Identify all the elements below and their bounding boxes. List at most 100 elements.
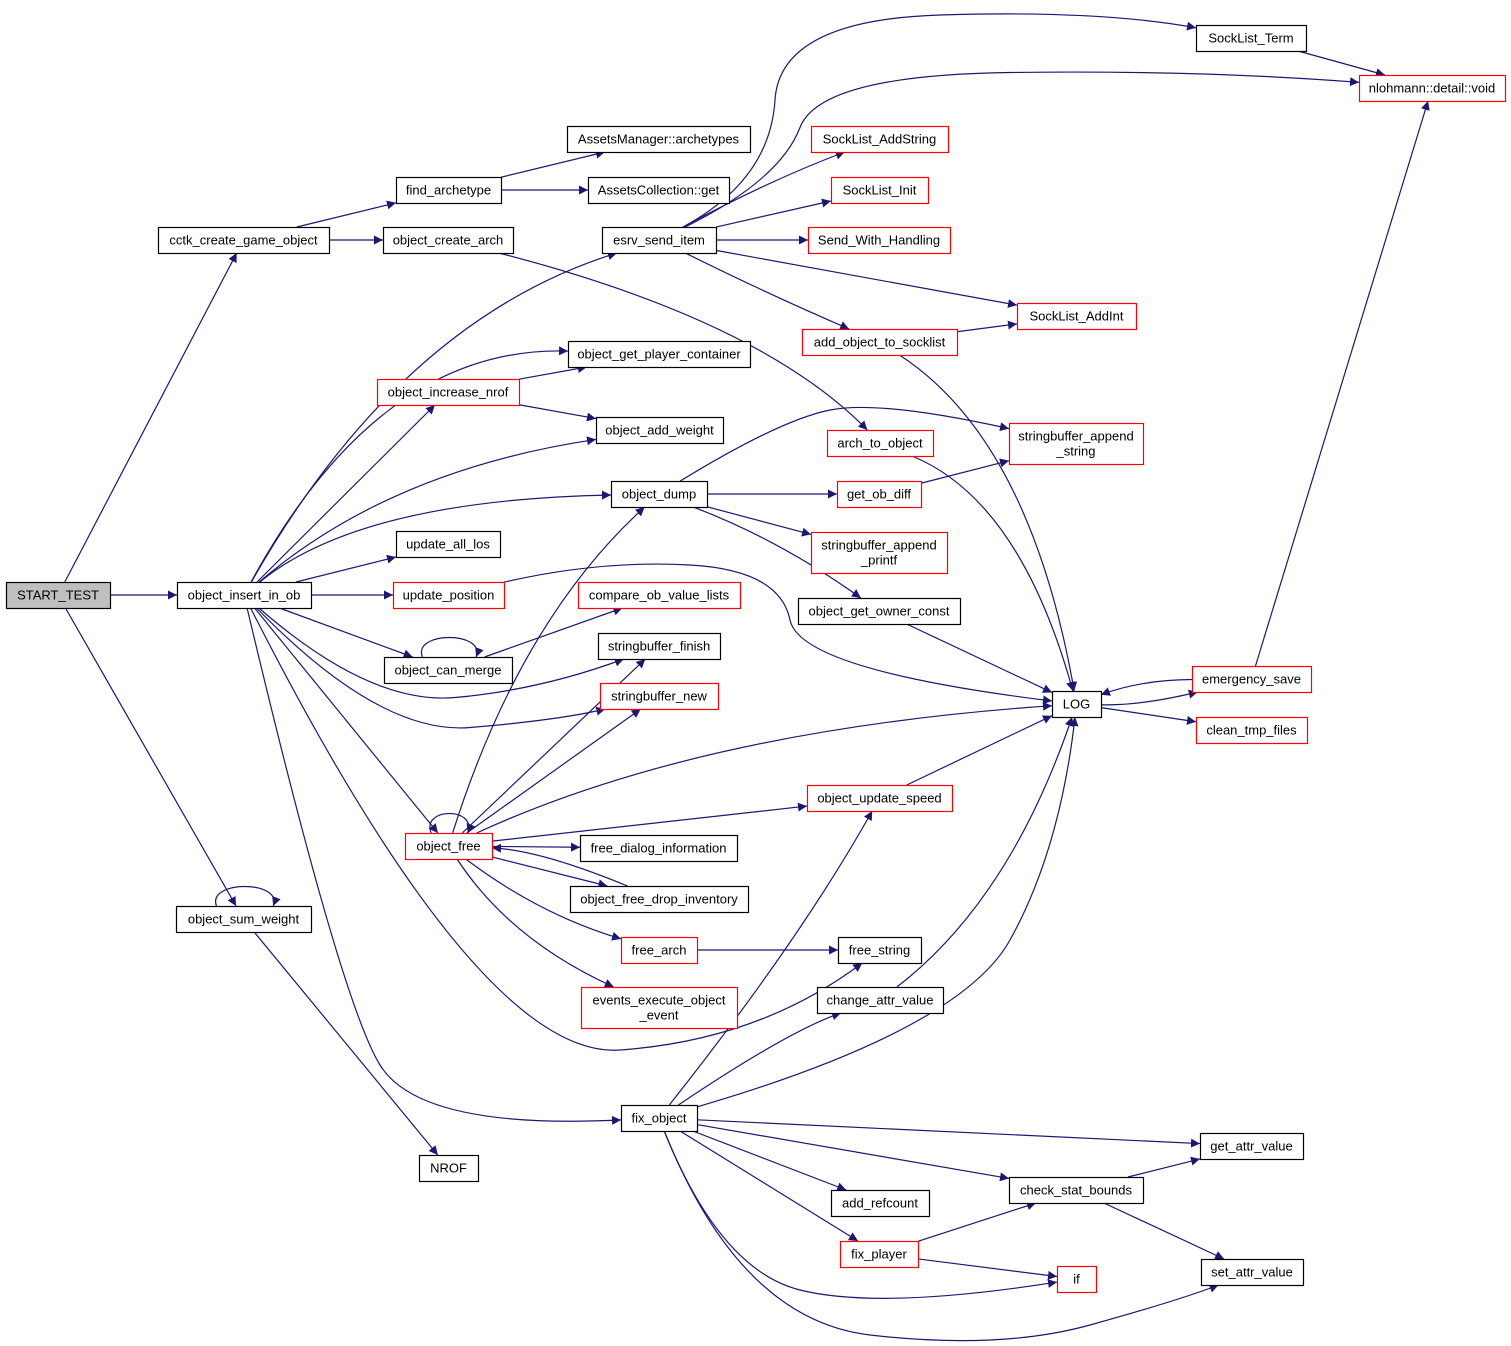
node-events-execute-object-event[interactable]: events_execute_object_event <box>580 986 739 1030</box>
node-cctk-create-game-object[interactable]: cctk_create_game_object <box>157 226 331 255</box>
node-label: free_string <box>849 943 910 958</box>
node-socklist-addint[interactable]: SockList_AddInt <box>1016 302 1138 331</box>
node-add-refcount[interactable]: add_refcount <box>830 1189 931 1218</box>
node-label: object_sum_weight <box>188 912 300 927</box>
node-object-insert-in-ob[interactable]: object_insert_in_ob <box>176 581 313 610</box>
node-object-update-speed[interactable]: object_update_speed <box>806 784 954 813</box>
node-box <box>797 597 962 626</box>
call-edge-object_insert_in_ob-to-object_add_weight <box>258 436 597 583</box>
node-set-attr-value[interactable]: set_attr_value <box>1200 1258 1305 1287</box>
node-esrv-send-item[interactable]: esrv_send_item <box>601 226 718 255</box>
node-arch-to-object[interactable]: arch_to_object <box>826 429 935 458</box>
node-label: cctk_create_game_object <box>169 233 318 248</box>
node-object-add-weight[interactable]: object_add_weight <box>595 416 725 445</box>
node-change-attr-value[interactable]: change_attr_value <box>816 986 945 1015</box>
node-object-get-owner-const[interactable]: object_get_owner_const <box>797 597 962 626</box>
node-object-increase-nrof[interactable]: object_increase_nrof <box>376 378 521 407</box>
node-nlohmann-void[interactable]: nlohmann::detail::void <box>1358 74 1507 103</box>
node-box <box>620 1104 699 1133</box>
node-stringbuffer-append-printf[interactable]: stringbuffer_append_printf <box>810 531 949 575</box>
node-box <box>404 832 494 861</box>
node-box <box>580 986 739 1030</box>
node-label: fix_player <box>851 1247 907 1262</box>
call-edge-esrv_send_item-to-add_object_to_socklist <box>684 252 850 330</box>
node-update-position[interactable]: update_position <box>392 581 506 610</box>
call-edge-start_test-to-cctk_create_game_object <box>64 252 238 583</box>
call-edge-object_can_merge-to-compare_ob_value_lists <box>484 606 623 658</box>
node-check-stat-bounds[interactable]: check_stat_bounds <box>1008 1176 1145 1205</box>
node-label: stringbuffer_append <box>821 538 936 553</box>
call-edge-object_insert_in_ob-to-stringbuffer_finish <box>258 607 625 699</box>
node-free-string[interactable]: free_string <box>837 936 923 965</box>
node-add-object-to-socklist[interactable]: add_object_to_socklist <box>801 328 959 357</box>
call-edge-add_object_to_socklist-to-log <box>899 354 1078 692</box>
call-edge-log-to-clean_tmp_files <box>1100 707 1197 725</box>
node-box <box>620 936 699 965</box>
node-find-archetype[interactable]: find_archetype <box>395 176 503 205</box>
call-edge-update_position-to-log <box>503 563 1053 705</box>
node-free-arch[interactable]: free_arch <box>620 936 699 965</box>
node-emergency-save[interactable]: emergency_save <box>1191 665 1313 694</box>
node-log[interactable]: LOG <box>1051 690 1103 719</box>
node-object-dump[interactable]: object_dump <box>610 480 709 509</box>
node-label: SockList_AddInt <box>1030 309 1124 324</box>
node-assets-get[interactable]: AssetsCollection::get <box>587 176 731 205</box>
node-object-free[interactable]: object_free <box>404 832 494 861</box>
call-edge-fix_object-to-fix_player <box>679 1130 859 1242</box>
call-edge-object_free-to-object_update_speed <box>491 802 808 842</box>
node-compare-ob-value-lists[interactable]: compare_ob_value_lists <box>577 581 742 610</box>
node-fix-player[interactable]: fix_player <box>839 1240 920 1269</box>
node-fix-object[interactable]: fix_object <box>620 1104 699 1133</box>
node-socklist-term[interactable]: SockList_Term <box>1195 24 1308 53</box>
node-free-dialog-information[interactable]: free_dialog_information <box>579 834 739 863</box>
call-edge-fix_object-to-get_attr_value <box>696 1119 1201 1148</box>
node-get-ob-diff[interactable]: get_ob_diff <box>836 480 923 509</box>
call-edge-fix_object-to-change_attr_value <box>678 1011 842 1106</box>
node-box <box>807 226 952 255</box>
call-edge-object_free-to-events_execute_object_event <box>456 858 614 988</box>
node-assets-archetypes[interactable]: AssetsManager::archetypes <box>566 125 752 154</box>
call-edge-object_update_speed-to-log <box>906 715 1053 786</box>
node-object-get-player-container[interactable]: object_get_player_container <box>567 340 752 369</box>
node-stringbuffer-new[interactable]: stringbuffer_new <box>599 682 720 711</box>
node-label: free_arch <box>632 943 687 958</box>
call-edge-esrv_send_item-to-socklist_init <box>715 198 832 228</box>
node-object-sum-weight[interactable]: object_sum_weight <box>175 905 313 934</box>
function-nodes: START_TEST cctk_create_game_object object_… <box>5 24 1507 1294</box>
node-start-test[interactable]: START_TEST <box>5 581 112 610</box>
node-nrof[interactable]: NROF <box>418 1154 480 1183</box>
node-label: events_execute_object <box>593 993 726 1008</box>
node-send-with-handling[interactable]: Send_With_Handling <box>807 226 952 255</box>
node-box <box>1200 1258 1305 1287</box>
node-box <box>1358 74 1507 103</box>
node-if-node[interactable]: if <box>1056 1265 1098 1294</box>
call-edge-object_insert_in_ob-to-fix_object <box>246 607 622 1125</box>
call-edge-object_free-to-free_dialog_information <box>491 842 581 852</box>
node-object-create-arch[interactable]: object_create_arch <box>382 226 515 255</box>
node-object-free-drop-inventory[interactable]: object_free_drop_inventory <box>569 885 750 914</box>
call-edge-object_get_owner_const-to-log <box>906 623 1053 694</box>
call-edge-object_free-to-stringbuffer_new <box>466 708 642 834</box>
node-label: object_get_player_container <box>577 347 741 362</box>
node-clean-tmp-files[interactable]: clean_tmp_files <box>1195 716 1309 745</box>
node-label: arch_to_object <box>837 436 923 451</box>
node-label: clean_tmp_files <box>1206 723 1297 738</box>
call-edge-object_insert_in_ob-to-object_free <box>254 607 439 834</box>
node-label: object_create_arch <box>393 233 504 248</box>
node-socklist-addstring[interactable]: SockList_AddString <box>810 125 950 154</box>
node-object-can-merge[interactable]: object_can_merge <box>383 656 514 685</box>
node-box <box>830 176 930 205</box>
call-edge-object_insert_in_ob-to-update_all_los <box>295 554 397 583</box>
call-edge-change_attr_value-to-log <box>896 716 1074 988</box>
call-edge-object_insert_in_ob-to-stringbuffer_new <box>256 607 606 729</box>
node-socklist-init[interactable]: SockList_Init <box>830 176 930 205</box>
node-label: object_free_drop_inventory <box>580 892 738 907</box>
node-label: NROF <box>430 1161 467 1176</box>
node-stringbuffer-finish[interactable]: stringbuffer_finish <box>597 632 722 661</box>
node-stringbuffer-append-string[interactable]: stringbuffer_append_string <box>1008 422 1145 466</box>
node-label: stringbuffer_append <box>1018 429 1133 444</box>
node-box <box>395 176 503 205</box>
node-label: object_add_weight <box>605 423 714 438</box>
node-update-all-los[interactable]: update_all_los <box>395 530 502 559</box>
node-get-attr-value[interactable]: get_attr_value <box>1199 1132 1305 1161</box>
